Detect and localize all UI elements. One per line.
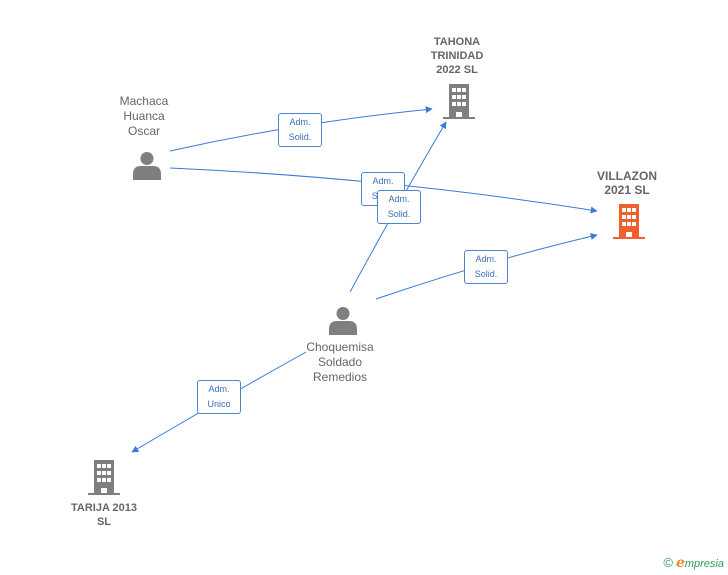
- edge-badge-choquemisa-tahona[interactable]: Adm. Solid.: [377, 190, 421, 224]
- person-icon[interactable]: [132, 150, 162, 180]
- node-label-villazon[interactable]: VILLAZON 2021 SL: [597, 169, 657, 197]
- building-icon[interactable]: [443, 84, 475, 119]
- brand-logo: ©empresia: [663, 555, 724, 571]
- building-icon[interactable]: [88, 460, 120, 495]
- node-label-machaca[interactable]: Machaca Huanca Oscar: [119, 94, 169, 138]
- copyright-icon: ©: [663, 555, 673, 570]
- building-icon-focus[interactable]: [613, 204, 645, 239]
- node-label-tarija[interactable]: TARIJA 2013 SL: [70, 502, 138, 528]
- edge-badge-choquemisa-villazon[interactable]: Adm. Solid.: [464, 250, 508, 284]
- edge-badge-choquemisa-tarija[interactable]: Adm. Unico: [197, 380, 241, 414]
- edge-badge-machaca-tahona[interactable]: Adm. Solid.: [278, 113, 322, 147]
- node-label-choquemisa[interactable]: Choquemisa Soldado Remedios: [306, 340, 374, 384]
- node-label-tahona[interactable]: TAHONA TRINIDAD 2022 SL: [430, 36, 484, 76]
- person-icon[interactable]: [328, 305, 358, 335]
